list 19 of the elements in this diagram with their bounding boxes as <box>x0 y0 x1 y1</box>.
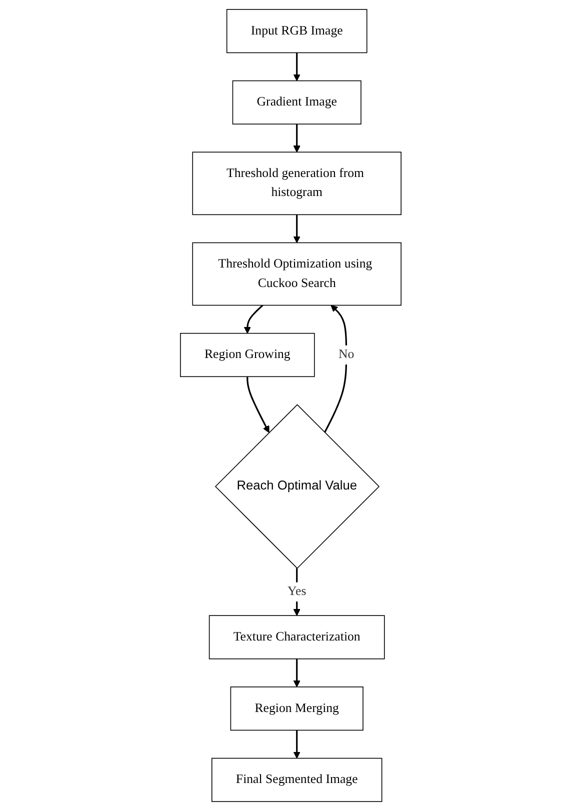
node-box: Region Merging <box>230 686 364 730</box>
node-box: Input RGB Image <box>226 8 368 53</box>
arrow <box>293 124 300 152</box>
node-box: Region Growing <box>180 332 315 377</box>
arrow <box>293 658 300 687</box>
arrow <box>293 52 300 81</box>
arrow <box>293 730 300 758</box>
edge-label: No <box>338 347 354 361</box>
arrow <box>244 304 264 334</box>
node-diamond: Reach Optimal Value <box>214 404 380 568</box>
node-box: Texture Characterization <box>208 614 385 659</box>
arrow <box>246 376 270 432</box>
arrow <box>293 214 300 243</box>
arrow <box>324 304 347 432</box>
edge-label: Yes <box>287 584 306 598</box>
node-box: Gradient Image <box>232 80 362 124</box>
node-box: Threshold Optimization using Cuckoo Search <box>192 242 402 306</box>
node-box: Threshold generation from histogram <box>192 151 402 215</box>
node-box: Final Segmented Image <box>211 757 382 802</box>
